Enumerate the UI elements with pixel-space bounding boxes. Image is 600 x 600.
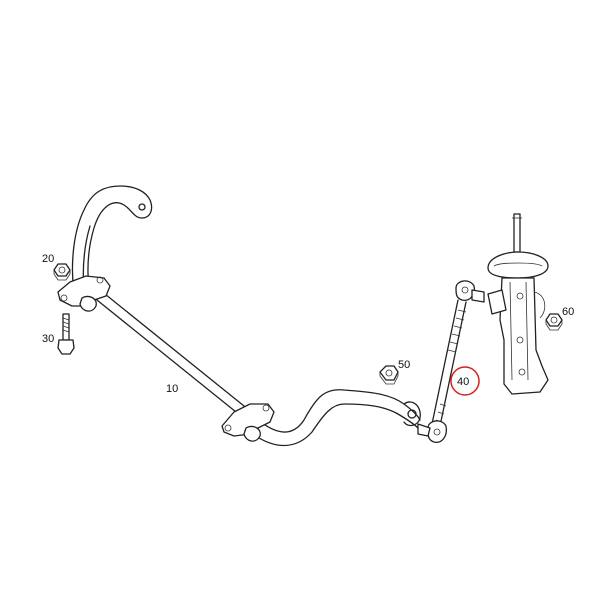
link-rod-40 <box>417 280 485 443</box>
bracket-left <box>57 275 111 312</box>
arm-eye-left <box>138 203 146 211</box>
callout-50[interactable]: 50 <box>398 359 410 371</box>
bracket-right <box>221 403 275 442</box>
stabilizer-bar-right-arm <box>257 389 421 433</box>
nut-50 <box>379 365 399 385</box>
callout-40[interactable]: 40 <box>457 376 469 388</box>
callout-20[interactable]: 20 <box>42 253 54 265</box>
callout-30[interactable]: 30 <box>42 333 54 345</box>
bolt-30 <box>57 313 75 355</box>
callout-labels: 10 20 30 40 50 60 <box>42 253 574 396</box>
nut-60 <box>545 313 563 331</box>
strut-assembly <box>487 213 549 395</box>
stabilizer-bar-left-arm <box>71 185 153 297</box>
arm-eye-right <box>407 409 417 419</box>
nut-20 <box>53 263 71 281</box>
highlight-circle-40 <box>450 366 480 396</box>
callout-60[interactable]: 60 <box>562 306 574 318</box>
stabilizer-bar-main <box>91 295 237 413</box>
callout-10[interactable]: 10 <box>166 383 178 395</box>
stabilizer-bar <box>57 185 421 446</box>
